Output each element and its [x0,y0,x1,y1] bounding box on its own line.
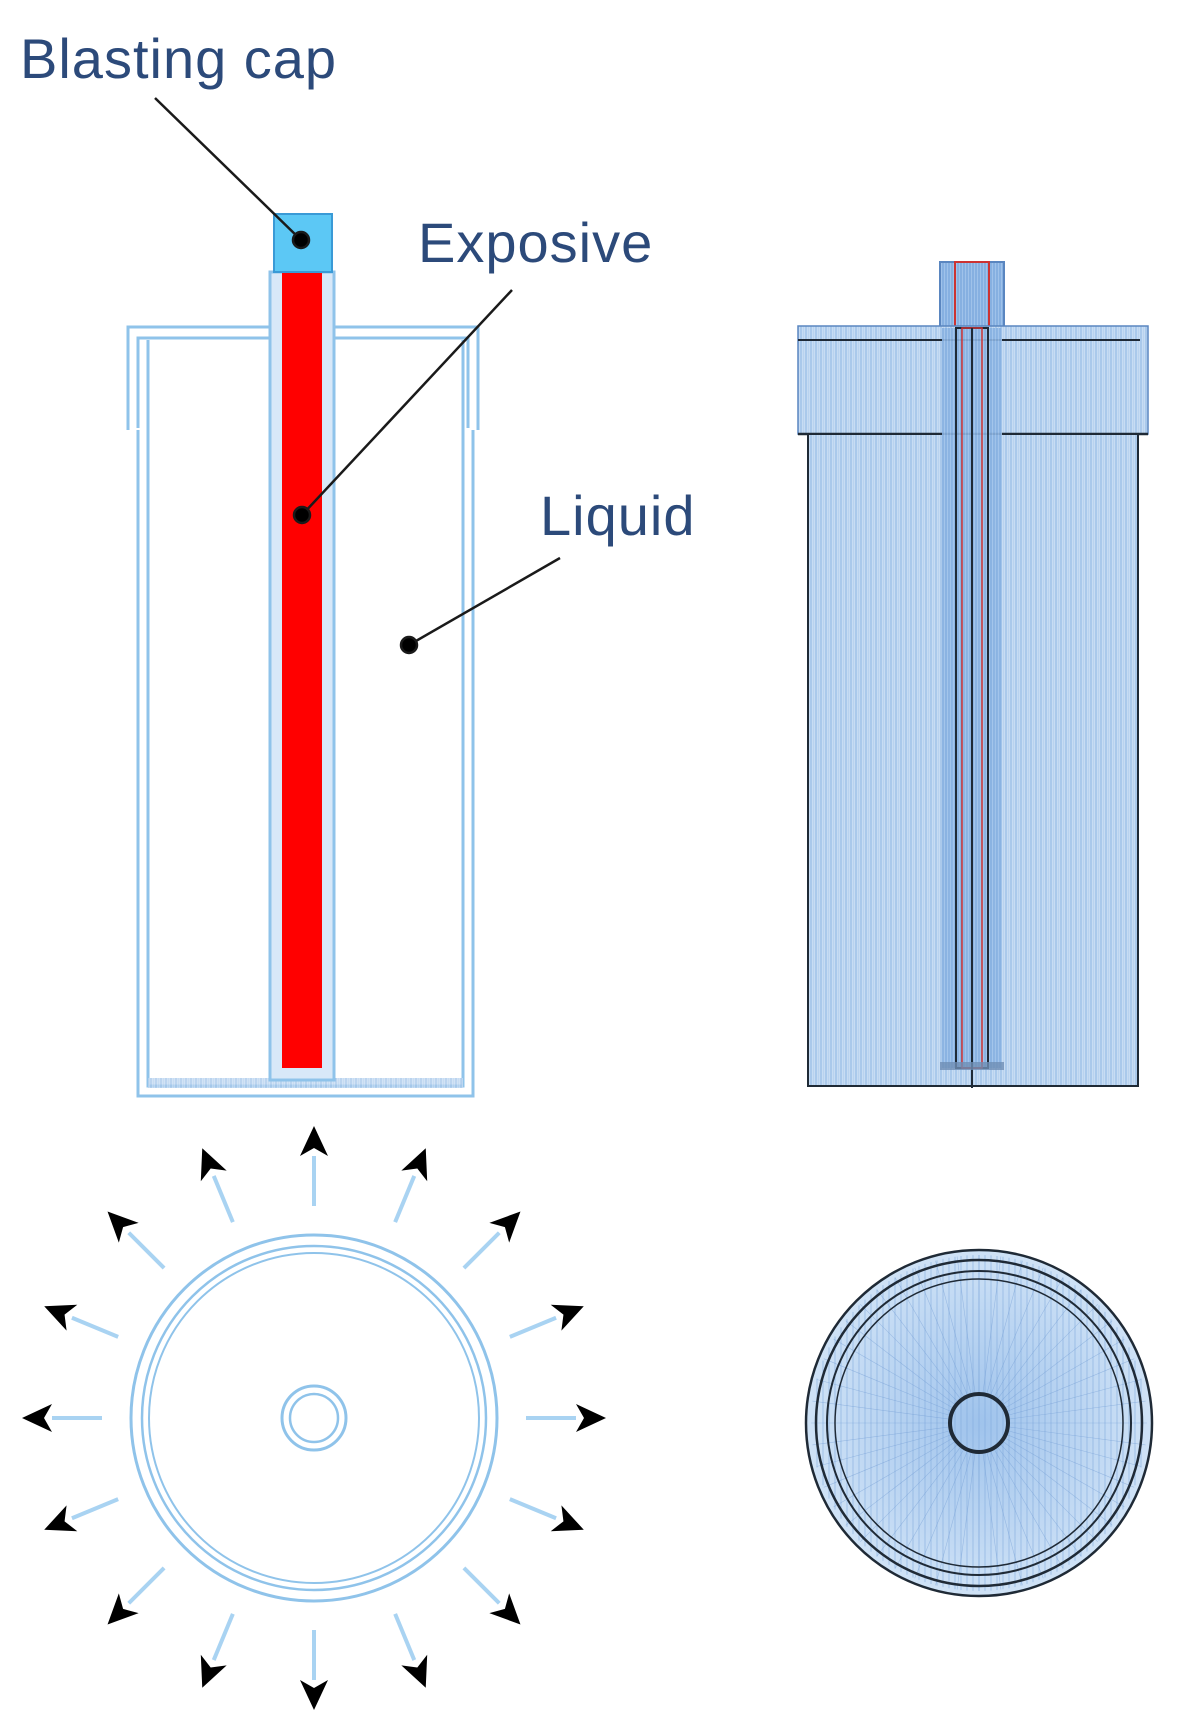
radial-arrows [22,1126,606,1710]
container-floor [148,1078,463,1088]
arrow-outward-icon [200,1613,235,1688]
arrow-outward-icon [462,1211,521,1270]
arrow-outward-icon [44,1497,119,1532]
mesh-nozzle [939,261,1005,329]
explosive-column [282,272,322,1068]
inner-tube-ring [280,1384,348,1452]
top-view-right [804,1248,1154,1598]
mesh-view-right [797,261,1149,1088]
explosive-label: Exposive [418,211,653,274]
arrow-outward-icon [22,1404,102,1432]
arrow-outward-icon [300,1126,328,1206]
arrow-outward-icon [393,1148,428,1223]
arrow-outward-icon [107,1566,166,1625]
arrow-outward-icon [462,1566,521,1625]
arrow-outward-icon [509,1304,584,1339]
arrow-outward-icon [107,1211,166,1270]
leader-lines [154,97,561,655]
blasting-cap-label: Blasting cap [20,27,337,90]
section-view-left: Blasting cap Exposive Liquid [20,27,695,1098]
mesh-center-ring [948,1392,1010,1454]
arrow-outward-icon [300,1630,328,1710]
arrow-outward-icon [44,1304,119,1339]
liquid-label: Liquid [540,484,695,547]
top-view-left [22,1126,606,1710]
mesh-spokes [811,1255,1147,1591]
outer-ring [129,1233,499,1603]
arrow-outward-icon [393,1613,428,1688]
arrow-outward-icon [200,1148,235,1223]
arrow-outward-icon [526,1404,606,1432]
arrow-outward-icon [509,1497,584,1532]
